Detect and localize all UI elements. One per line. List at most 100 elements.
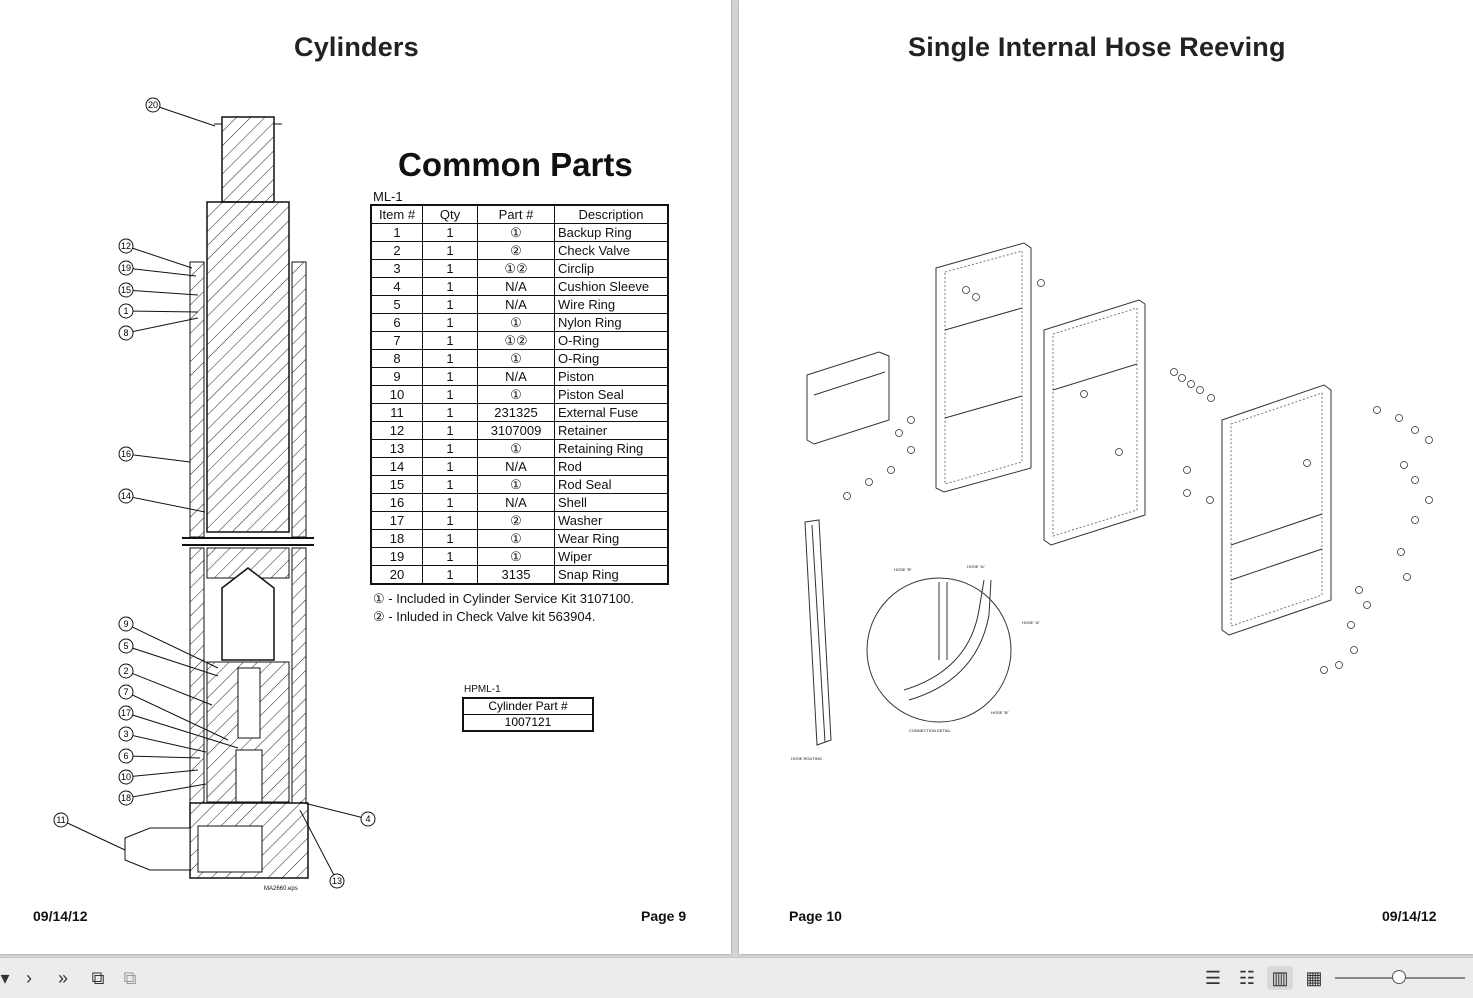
callout-bubble: [118, 303, 134, 319]
connection-detail-label: CONNECTION DETAIL: [909, 728, 951, 733]
two-page-icon[interactable]: ▥: [1267, 966, 1293, 990]
page-9: Cylinders MA2660.eps: [0, 0, 731, 954]
callout-number: 10: [121, 772, 131, 782]
description-cell: Retaining Ring: [554, 439, 669, 458]
qty-cell: 1: [422, 493, 478, 512]
next-page-icon[interactable]: ›: [26, 967, 32, 988]
part-cell: ①: [477, 385, 555, 404]
callout-number: 17: [121, 708, 131, 718]
callout-number: 15: [121, 285, 131, 295]
callout-number: 14: [121, 491, 131, 501]
hose-b-bottom-label: HOSE "B": [991, 710, 1010, 715]
callout-bubble: [118, 616, 134, 632]
part-cell: N/A: [477, 367, 555, 386]
item-cell: 19: [370, 547, 423, 566]
item-cell: 2: [370, 241, 423, 260]
continuous-icon[interactable]: ☷: [1238, 967, 1256, 988]
drawing-ref: MA2660.eps: [264, 886, 298, 892]
callout-bubble: [118, 238, 134, 254]
callout-number: 4: [365, 814, 370, 824]
rotate-icon[interactable]: ⧉: [91, 967, 105, 988]
callout-bubble: [118, 726, 134, 742]
part-cell: ①: [477, 529, 555, 548]
callout-bubble: [118, 325, 134, 341]
zoom-slider-thumb[interactable]: [1392, 970, 1406, 984]
qty-cell: 1: [422, 331, 478, 350]
item-cell: 6: [370, 313, 423, 332]
part-cell: ①②: [477, 331, 555, 350]
callout-bubble: [907, 416, 915, 424]
callout-number: 19: [121, 263, 131, 273]
callout-bubble: [118, 260, 134, 276]
callout-bubble: [843, 492, 851, 500]
callout-bubble: [1355, 586, 1363, 594]
model-label: ML-1: [373, 189, 403, 204]
callout-bubble: [118, 446, 134, 462]
callout-bubble: [1080, 390, 1088, 398]
qty-cell: 1: [422, 349, 478, 368]
callout-bubble: [1400, 461, 1408, 469]
callout-number: 5: [123, 641, 128, 651]
callout-leader: [125, 495, 206, 513]
callout-bubble: [1037, 279, 1045, 287]
callout-leader: [299, 801, 369, 820]
callout-bubble: [1178, 374, 1186, 382]
description-cell: O-Ring: [554, 331, 669, 350]
callout-bubble: [118, 705, 134, 721]
cylinder-part-header: Cylinder Part #: [462, 697, 594, 715]
item-cell: 20: [370, 565, 423, 585]
callout-bubble: [1363, 601, 1371, 609]
hpml-label: HPML-1: [464, 684, 501, 695]
qty-cell: 1: [422, 511, 478, 530]
callout-bubble: [1403, 573, 1411, 581]
callout-number: 12: [121, 241, 131, 251]
item-cell: 15: [370, 475, 423, 494]
callout-leader: [299, 809, 338, 882]
prev-arrow-icon[interactable]: ▾: [0, 967, 10, 988]
callout-leader: [60, 819, 126, 851]
callout-bubble: [1115, 448, 1123, 456]
description-cell: Nylon Ring: [554, 313, 669, 332]
callout-bubble: [1196, 386, 1204, 394]
qty-cell: 1: [422, 421, 478, 440]
page-title: Single Internal Hose Reeving: [908, 32, 1286, 62]
rotate-alt-icon[interactable]: ⧉: [123, 967, 137, 988]
callout-leader: [125, 733, 207, 753]
callout-leader: [125, 645, 219, 677]
table-header-row: Item # Qty Part # Description: [370, 204, 669, 224]
last-page-icon[interactable]: »: [57, 967, 68, 988]
callout-bubble: [145, 97, 161, 113]
callout-leader: [152, 104, 216, 127]
part-cell: ①: [477, 223, 555, 242]
callout-bubble: [1335, 661, 1343, 669]
item-cell: 3: [370, 259, 423, 278]
part-cell: ①②: [477, 259, 555, 278]
description-cell: Wiper: [554, 547, 669, 566]
callout-bubble: [907, 446, 915, 454]
two-page-continuous-icon[interactable]: ▦: [1305, 967, 1323, 988]
callout-leader: [125, 691, 229, 741]
part-cell: 231325: [477, 403, 555, 422]
callout-number: 16: [121, 449, 131, 459]
callout-leader: [125, 245, 193, 269]
callout-bubble: [118, 282, 134, 298]
description-cell: Wear Ring: [554, 529, 669, 548]
item-cell: 7: [370, 331, 423, 350]
page-10: Single Internal Hose Reeving: [739, 0, 1473, 954]
col-item: Item #: [370, 204, 423, 224]
callout-bubble: [118, 638, 134, 654]
qty-cell: 1: [422, 403, 478, 422]
callout-bubble: [1397, 548, 1405, 556]
single-page-icon[interactable]: ☰: [1204, 967, 1222, 988]
hose-a-side-label: HOSE "A": [1022, 620, 1041, 625]
description-cell: Retainer: [554, 421, 669, 440]
